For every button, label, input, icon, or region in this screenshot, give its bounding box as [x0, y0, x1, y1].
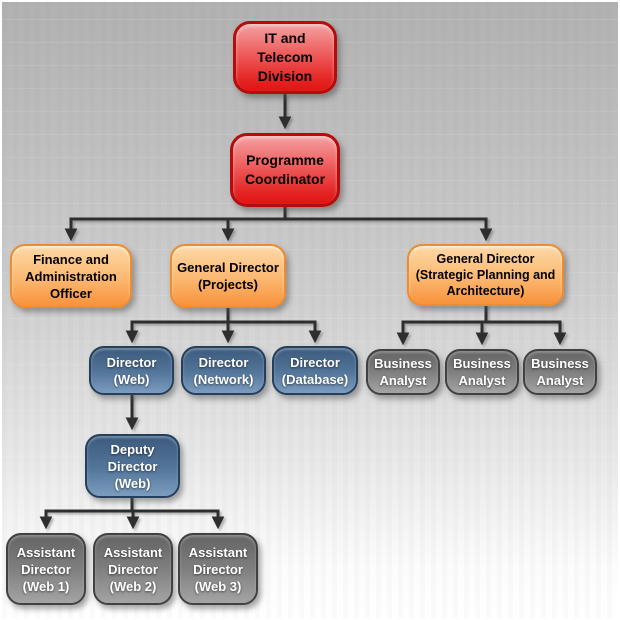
- node-label: Business Analyst: [531, 356, 589, 388]
- node-label: Deputy Director (Web): [107, 441, 158, 491]
- node-label: Director (Web): [106, 354, 157, 387]
- node-assistant-director-web-3: Assistant Director (Web 3): [178, 533, 258, 605]
- node-director-web: Director (Web): [89, 346, 174, 395]
- node-label: Assistant Director (Web 3): [188, 544, 248, 594]
- node-assistant-director-web-1: Assistant Director (Web 1): [6, 533, 86, 605]
- node-label: IT and Telecom Division: [257, 30, 313, 84]
- node-business-analyst-3: Business Analyst: [523, 349, 597, 395]
- node-label: Director (Network): [193, 354, 254, 387]
- node-business-analyst-2: Business Analyst: [445, 349, 519, 395]
- node-label: Finance and Administration Officer: [25, 251, 117, 301]
- node-label: General Director (Strategic Planning and…: [415, 252, 556, 298]
- node-label: Business Analyst: [374, 356, 432, 388]
- node-label: Business Analyst: [453, 356, 511, 388]
- node-label: General Director (Projects): [177, 260, 279, 292]
- node-director-database: Director (Database): [272, 346, 358, 395]
- node-it-telecom-division: IT and Telecom Division: [233, 21, 337, 94]
- node-gd-strategic: General Director (Strategic Planning and…: [407, 244, 564, 306]
- node-programme-coordinator: Programme Coordinator: [230, 133, 340, 207]
- node-gd-projects: General Director (Projects): [170, 244, 286, 308]
- node-label: Director (Database): [281, 354, 349, 387]
- node-business-analyst-1: Business Analyst: [366, 349, 440, 395]
- node-deputy-director-web: Deputy Director (Web): [85, 434, 180, 498]
- node-assistant-director-web-2: Assistant Director (Web 2): [93, 533, 173, 605]
- node-director-network: Director (Network): [181, 346, 266, 395]
- node-label: Programme Coordinator: [244, 152, 326, 187]
- node-label: Assistant Director (Web 2): [103, 544, 163, 594]
- node-finance-admin-officer: Finance and Administration Officer: [10, 244, 132, 308]
- node-label: Assistant Director (Web 1): [16, 544, 76, 594]
